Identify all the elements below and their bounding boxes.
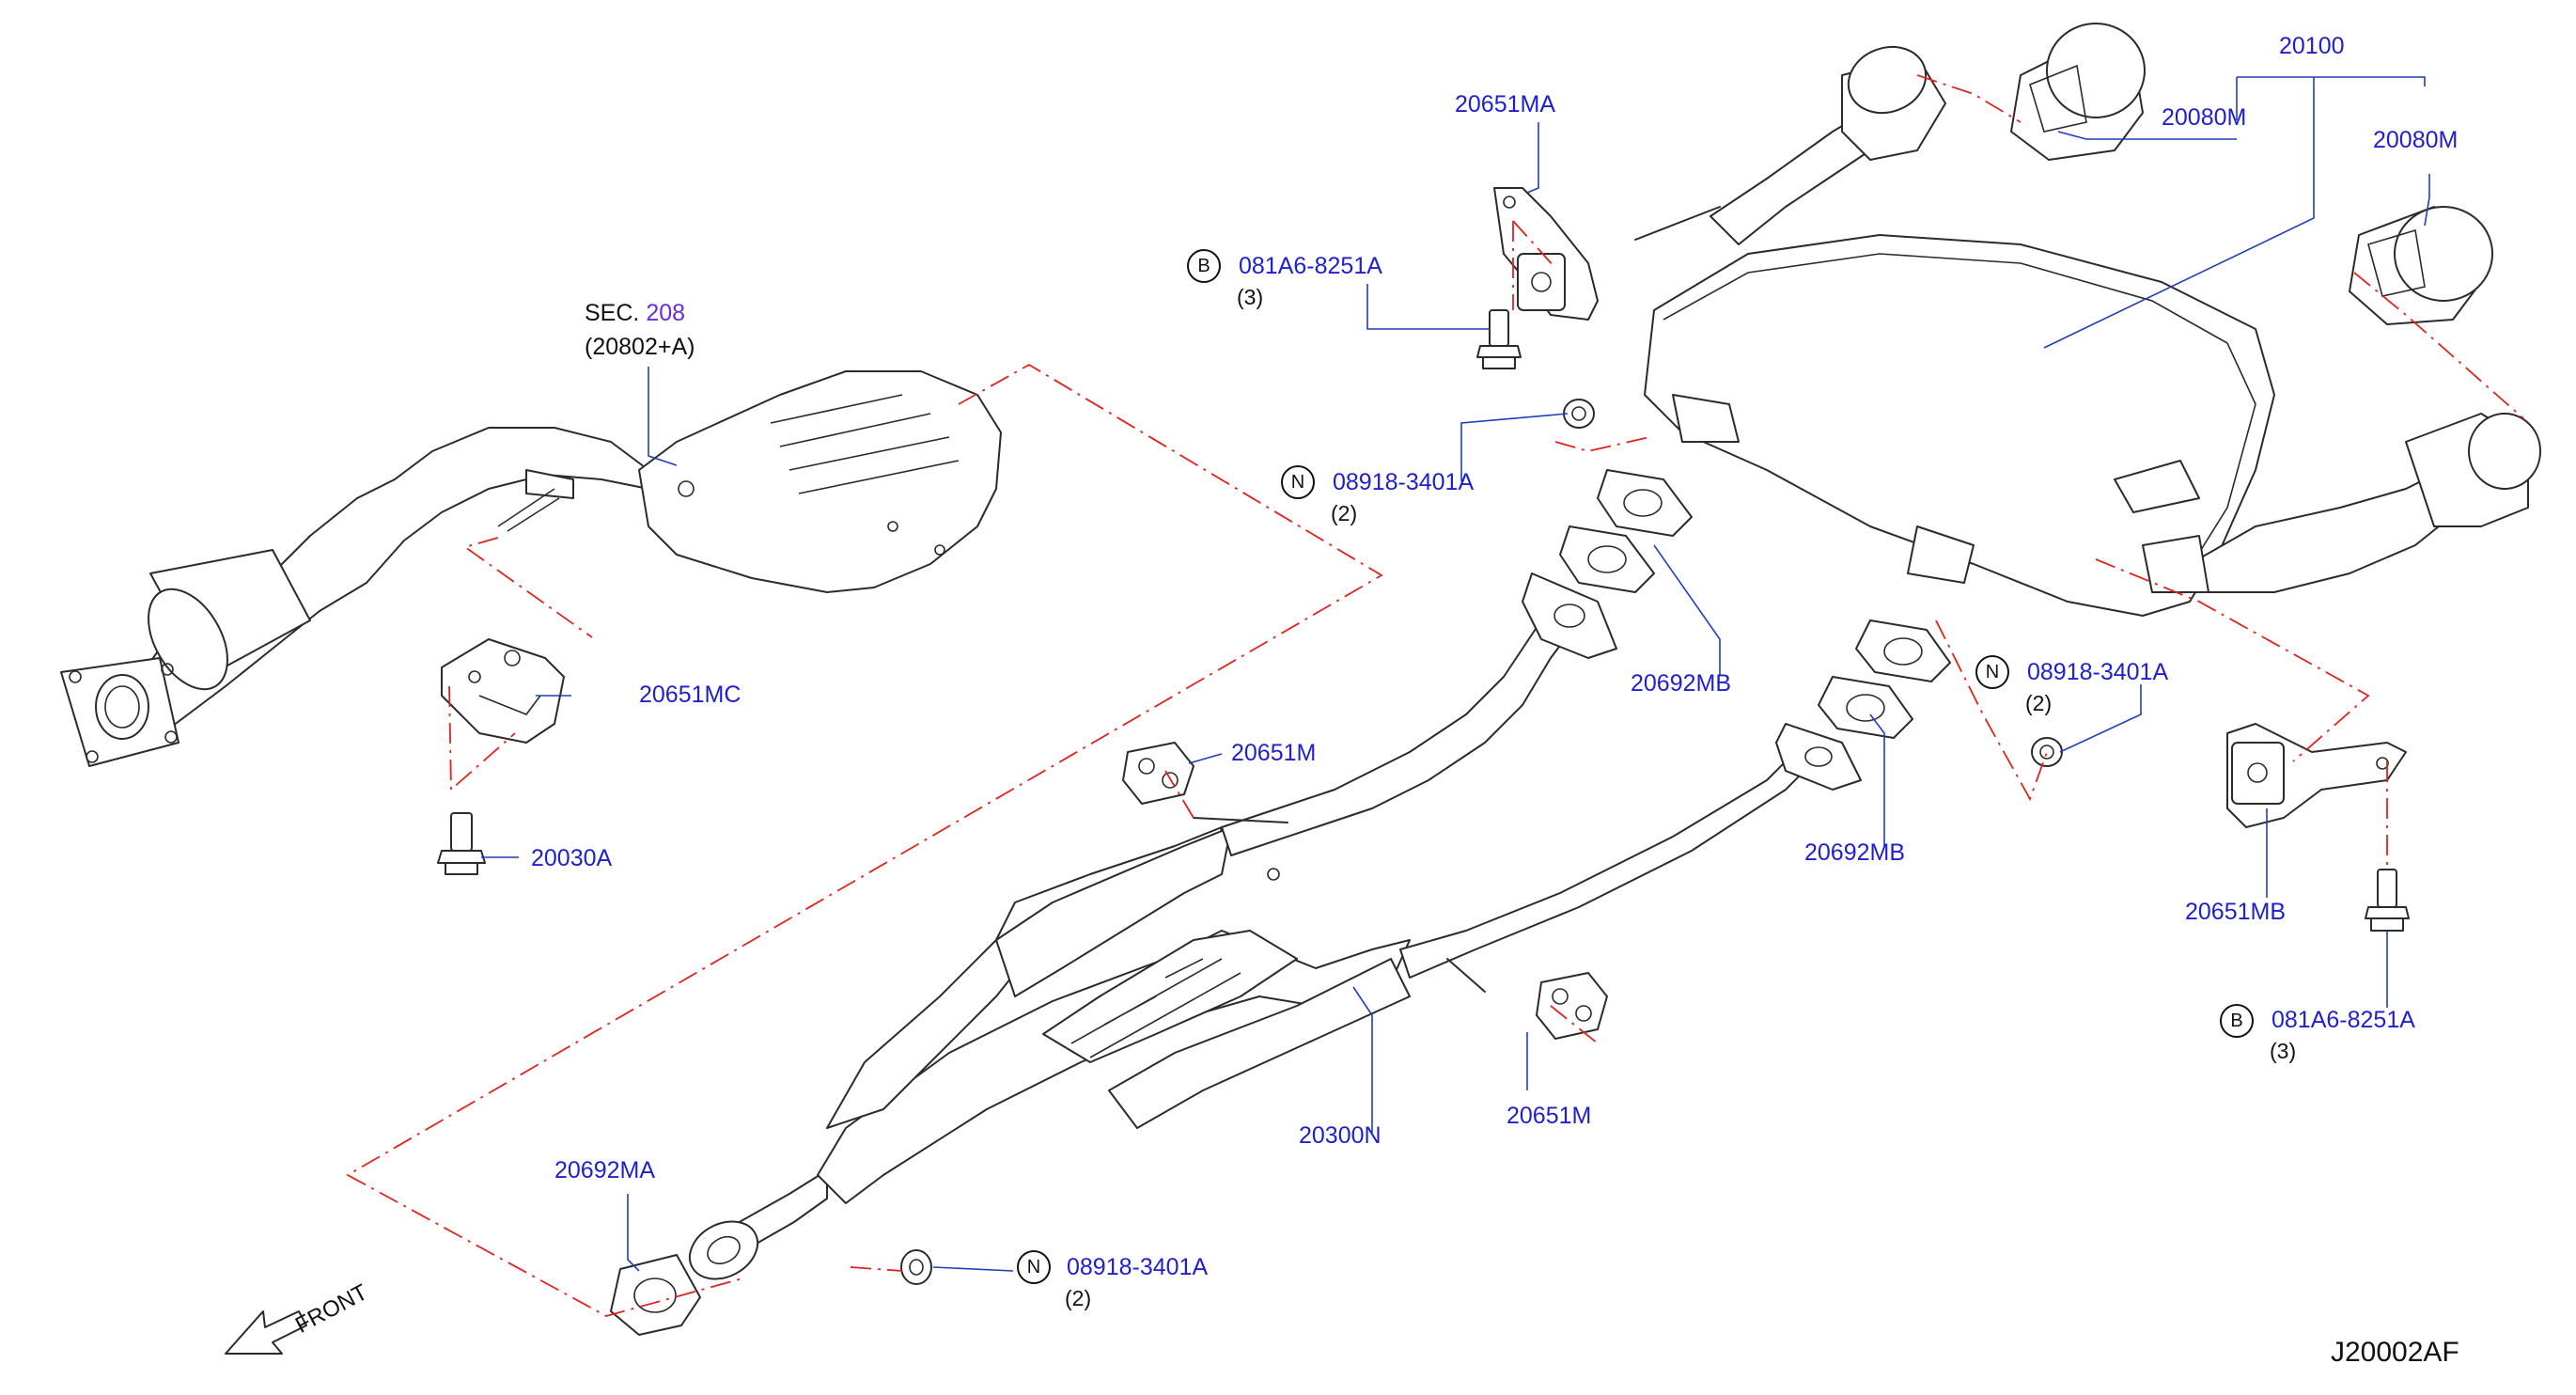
callout-nut-c-symbol: N bbox=[1017, 1250, 1051, 1284]
label-20651ma[interactable]: 20651MA bbox=[1455, 91, 1556, 118]
callout-nut-a-part[interactable]: 08918-3401A bbox=[1333, 469, 1475, 495]
front-arrow bbox=[225, 1310, 307, 1355]
nut-upper bbox=[1563, 399, 1595, 429]
callout-bolt-a-qty: (3) bbox=[1237, 285, 1264, 309]
label-20692mb-b[interactable]: 20692MB bbox=[1804, 839, 1906, 866]
label-20651mc[interactable]: 20651MC bbox=[639, 682, 742, 708]
bracket-20651ma bbox=[1493, 187, 1599, 321]
gasket-20692ma bbox=[610, 1254, 701, 1336]
gasket-20692mb-b bbox=[1818, 619, 1951, 739]
bolt-upper bbox=[1476, 309, 1522, 369]
hanger-20651m-b bbox=[1536, 972, 1608, 1040]
callout-nut-a-symbol: N bbox=[1281, 465, 1315, 499]
label-20692ma[interactable]: 20692MA bbox=[554, 1157, 656, 1183]
callout-bolt-b-symbol: B bbox=[2220, 1004, 2254, 1038]
section-sub: (20802+A) bbox=[585, 334, 695, 360]
center-pipe-20300n bbox=[688, 572, 1862, 1280]
callout-nut-b-qty: (2) bbox=[2025, 691, 2053, 715]
callout-nut-b-part[interactable]: 08918-3401A bbox=[2027, 659, 2169, 685]
gasket-20692mb-a bbox=[1559, 469, 1693, 593]
callout-bolt-b-part[interactable]: 081A6-8251A bbox=[2272, 1007, 2415, 1033]
label-20651m-a[interactable]: 20651M bbox=[1231, 740, 1317, 766]
hanger-20651m-a bbox=[1122, 742, 1194, 805]
label-20100[interactable]: 20100 bbox=[2279, 33, 2345, 59]
callout-bolt-a-symbol: B bbox=[1187, 249, 1221, 283]
label-20651m-b[interactable]: 20651M bbox=[1507, 1103, 1592, 1129]
section-number[interactable]: 208 bbox=[646, 300, 686, 326]
callout-nut-a-qty: (2) bbox=[1331, 501, 1358, 525]
bracket-20651mb bbox=[2226, 723, 2407, 828]
install-lines bbox=[346, 74, 2524, 1317]
callout-nut-b-symbol: N bbox=[1975, 655, 2009, 689]
callout-bolt-a-part[interactable]: 081A6-8251A bbox=[1239, 253, 1382, 279]
label-20692mb-a[interactable]: 20692MB bbox=[1631, 670, 1732, 697]
muffler-20100 bbox=[1634, 45, 2541, 617]
label-20080m-b[interactable]: 20080M bbox=[2373, 127, 2459, 153]
diagram-code: J20002AF bbox=[2331, 1337, 2459, 1368]
callout-nut-c-qty: (2) bbox=[1065, 1286, 1092, 1310]
label-20030a[interactable]: 20030A bbox=[531, 845, 613, 871]
label-20300n[interactable]: 20300N bbox=[1299, 1122, 1382, 1149]
label-20651mb[interactable]: 20651MB bbox=[2185, 899, 2287, 925]
callout-nut-c-part[interactable]: 08918-3401A bbox=[1067, 1254, 1209, 1280]
finisher-20080m-b bbox=[2349, 206, 2493, 325]
finisher-20080m-a bbox=[2010, 23, 2146, 161]
callout-bolt-b-qty: (3) bbox=[2270, 1039, 2297, 1063]
section-ref[interactable]: SEC. 208 bbox=[585, 299, 685, 327]
bolt-20030a bbox=[437, 812, 486, 875]
section-prefix: SEC. bbox=[585, 300, 640, 326]
nut-lower bbox=[900, 1249, 932, 1285]
front-pipe-catalyst bbox=[60, 370, 1002, 767]
bracket-20651mc bbox=[441, 638, 565, 744]
leader-lines bbox=[481, 76, 2430, 1272]
nut-right bbox=[2031, 737, 2063, 767]
bolt-right bbox=[2365, 869, 2410, 932]
label-20080m-a[interactable]: 20080M bbox=[2162, 104, 2247, 131]
